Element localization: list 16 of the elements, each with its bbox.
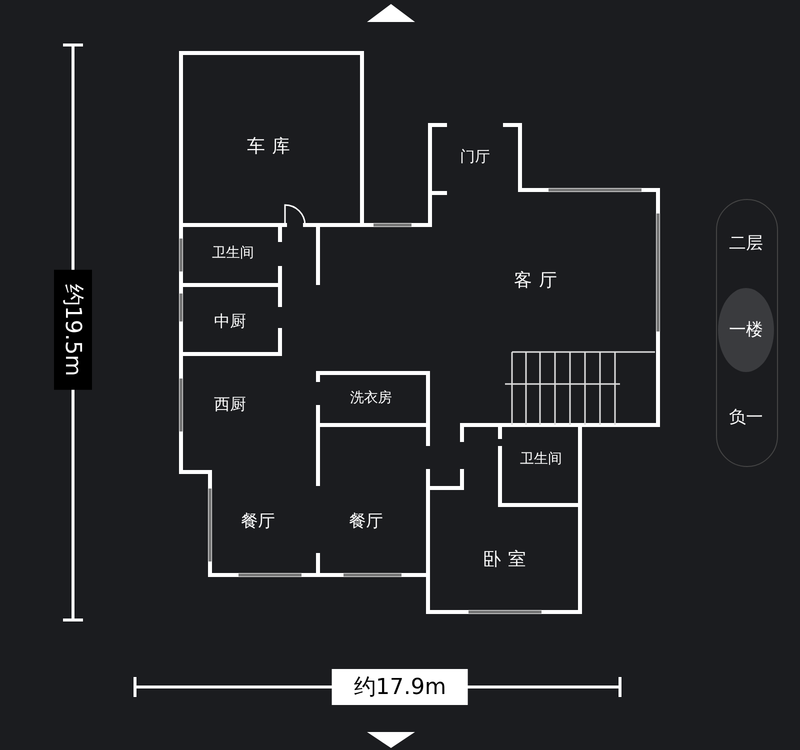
room-label: 餐厅 (241, 510, 275, 532)
floor-option: 负一 (729, 406, 763, 428)
dimension-label: 约19.5m (54, 270, 92, 390)
room-label: 餐厅 (349, 510, 383, 532)
room-label: 车库 (246, 135, 298, 158)
room-label: 卧室 (482, 548, 534, 571)
room-label: 中厨 (214, 312, 246, 332)
room-label: 卫生间 (520, 450, 562, 468)
room-label: 洗衣房 (350, 389, 392, 407)
room-label: 西厨 (214, 394, 246, 416)
room-label: 客厅 (514, 269, 564, 292)
dimension-label: 约17.9m (332, 669, 468, 705)
floor-option: 一楼 (718, 288, 774, 372)
room-label: 卫生间 (212, 244, 254, 262)
floor-option: 二层 (729, 232, 763, 254)
room-label: 门厅 (460, 148, 490, 166)
